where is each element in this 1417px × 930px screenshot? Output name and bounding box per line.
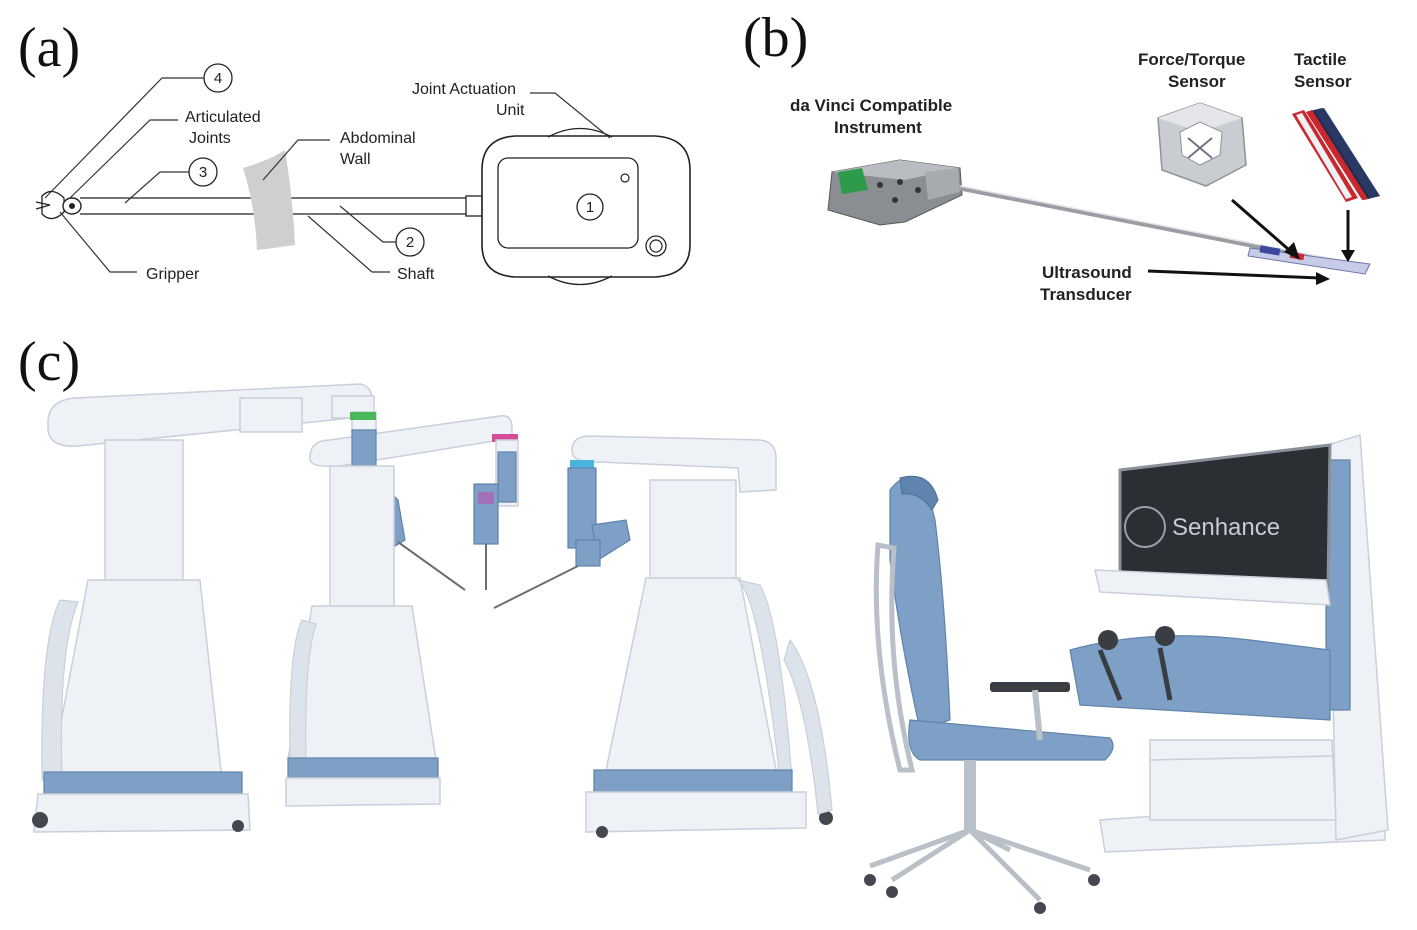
- wheel-icon: [232, 820, 244, 832]
- label-tactile-line2: Sensor: [1294, 72, 1352, 91]
- robot-arm-center: [285, 411, 519, 807]
- robot-arm-right: [493, 435, 833, 838]
- wheel-icon: [886, 886, 898, 898]
- screen-brand: Senhance: [1172, 514, 1280, 541]
- label-actuation-line2: Unit: [496, 102, 525, 119]
- instrument-needle: [397, 541, 466, 591]
- label-abdominal-line2: Wall: [340, 151, 371, 168]
- label-articulated-line1: Articulated: [185, 109, 261, 126]
- wheel-icon: [864, 874, 876, 886]
- number-1: 1: [586, 199, 594, 216]
- label-abdominal-line1: Abdominal: [340, 130, 416, 147]
- panel-b: (b) da Vinci Compatible Instrument Force…: [743, 7, 1380, 304]
- robot-arm-left: [32, 383, 375, 833]
- instrument-needle: [493, 565, 579, 609]
- panel-b-label: (b): [743, 7, 808, 69]
- abdominal-wall-shape: [243, 150, 295, 250]
- actuation-unit-indicator: [620, 173, 630, 183]
- label-davinci-line2: Instrument: [834, 118, 922, 137]
- senhance-logo-icon: [1124, 506, 1166, 548]
- label-articulated-line2: Joints: [189, 130, 231, 147]
- leader-3: [124, 171, 189, 204]
- arrow-us-line: [1147, 269, 1321, 280]
- label-us-line1: Ultrasound: [1042, 263, 1132, 282]
- leader-2: [339, 205, 396, 243]
- surgeon-console: Senhance: [1069, 434, 1389, 853]
- instrument-shaft-highlight: [959, 185, 1369, 267]
- wheel-icon: [1034, 902, 1046, 914]
- shaft-connector: [465, 195, 483, 217]
- label-ft-line1: Force/Torque: [1138, 50, 1245, 69]
- davinci-instrument-icon: [827, 159, 963, 226]
- actuation-unit-knob-outer: [645, 235, 667, 257]
- wheel-icon: [819, 811, 833, 825]
- panel-a-label: (a): [18, 17, 80, 79]
- arrow-tactile-head: [1341, 250, 1355, 262]
- arrow-us-head: [1316, 272, 1330, 285]
- label-actuation-line1: Joint Actuation: [412, 81, 516, 98]
- panel-c: (c): [18, 331, 1389, 914]
- number-2: 2: [406, 234, 414, 251]
- leader-articulated: [69, 119, 178, 199]
- gripper-icon: [35, 190, 82, 220]
- wheel-icon: [1088, 874, 1100, 886]
- tactile-sensor-icon: [1292, 108, 1380, 202]
- leader-actuation: [530, 92, 611, 139]
- number-1-circle: [576, 193, 604, 221]
- label-ft-line2: Sensor: [1168, 72, 1226, 91]
- label-us-line2: Transducer: [1040, 285, 1132, 304]
- force-torque-sensor-icon: [1157, 102, 1247, 187]
- hand-controller-icon: [1097, 626, 1175, 701]
- surgeon-chair: [864, 475, 1114, 914]
- number-4: 4: [214, 70, 222, 87]
- actuation-unit-knob-inner: [649, 239, 663, 253]
- leader-gripper: [59, 211, 137, 273]
- arrow-ft-head: [1284, 242, 1300, 260]
- label-davinci-line1: da Vinci Compatible: [790, 96, 952, 115]
- label-gripper: Gripper: [146, 266, 200, 283]
- actuation-unit-bottom-bump: [547, 275, 613, 286]
- leader-shaft: [307, 215, 390, 273]
- leader-4: [44, 77, 204, 199]
- wheel-icon: [596, 826, 608, 838]
- actuation-unit-panel: [497, 157, 639, 249]
- panel-c-label: (c): [18, 331, 80, 393]
- leader-abdominal: [262, 139, 330, 181]
- wheel-icon: [32, 812, 48, 828]
- arrow-ft-line: [1231, 198, 1297, 258]
- number-3: 3: [199, 164, 207, 181]
- label-tactile-line1: Tactile: [1294, 50, 1347, 69]
- tip-sensor-blue: [1259, 245, 1281, 256]
- label-shaft: Shaft: [397, 266, 435, 283]
- panel-a: (a) 4 3 1 2: [18, 17, 691, 286]
